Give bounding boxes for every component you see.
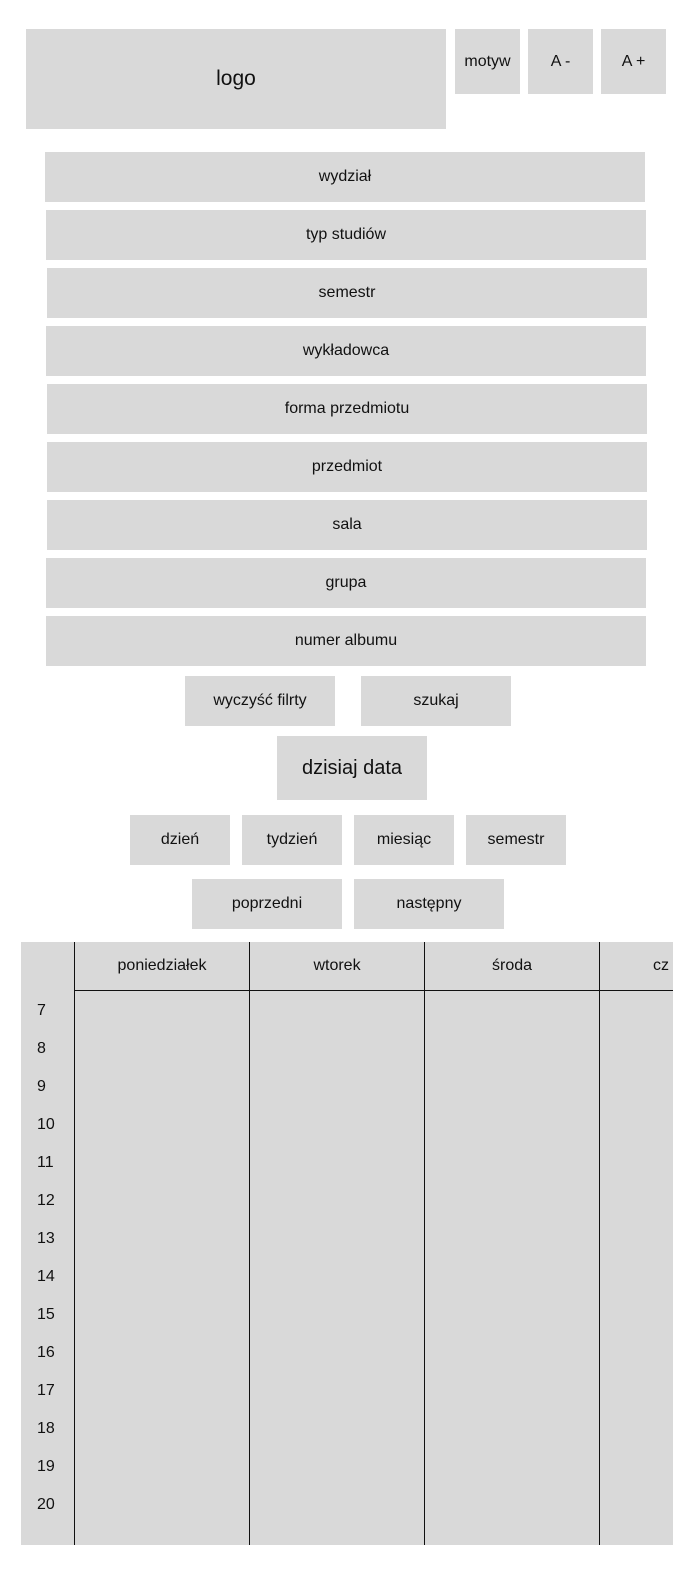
hour-label: 11	[37, 1154, 54, 1171]
next-button[interactable]: następny	[354, 879, 504, 929]
filter-semester[interactable]: semestr	[47, 268, 647, 318]
hour-label: 13	[37, 1230, 55, 1247]
grid-line	[249, 942, 250, 1545]
grid-line	[599, 942, 600, 1545]
hour-label: 19	[37, 1458, 55, 1475]
view-semester-button[interactable]: semestr	[466, 815, 566, 865]
filter-album-number[interactable]: numer albumu	[46, 616, 646, 666]
filter-group[interactable]: grupa	[46, 558, 646, 608]
day-header-monday: poniedziałek	[117, 957, 207, 974]
grid-line	[74, 942, 75, 1545]
view-day-button[interactable]: dzień	[130, 815, 230, 865]
day-header-tuesday: wtorek	[313, 957, 361, 974]
view-month-button[interactable]: miesiąc	[354, 815, 454, 865]
today-date-button[interactable]: dzisiaj data	[277, 736, 427, 800]
font-decrease-button[interactable]: A -	[528, 29, 593, 94]
search-button[interactable]: szukaj	[361, 676, 511, 726]
filter-course-form[interactable]: forma przedmiotu	[47, 384, 647, 434]
logo: logo	[26, 29, 446, 129]
font-increase-button[interactable]: A +	[601, 29, 666, 94]
filter-lecturer[interactable]: wykładowca	[46, 326, 646, 376]
hour-label: 15	[37, 1306, 55, 1323]
filter-room[interactable]: sala	[47, 500, 647, 550]
hour-label: 18	[37, 1420, 55, 1437]
hour-label: 17	[37, 1382, 55, 1399]
view-week-button[interactable]: tydzień	[242, 815, 342, 865]
previous-button[interactable]: poprzedni	[192, 879, 342, 929]
calendar-grid: poniedziałek wtorek środa cz 7 8 9 10 11…	[21, 942, 673, 1545]
hour-label: 10	[37, 1116, 55, 1133]
filter-course[interactable]: przedmiot	[47, 442, 647, 492]
hour-label: 8	[37, 1040, 46, 1057]
filter-faculty[interactable]: wydział	[45, 152, 645, 202]
clear-filters-button[interactable]: wyczyść filrty	[185, 676, 335, 726]
filter-study-type[interactable]: typ studiów	[46, 210, 646, 260]
hour-label: 14	[37, 1268, 55, 1285]
day-header-thursday: cz	[653, 957, 669, 974]
hour-label: 16	[37, 1344, 55, 1361]
hour-label: 20	[37, 1496, 55, 1513]
header-divider	[75, 990, 673, 991]
day-header-wednesday: środa	[491, 957, 533, 974]
hour-label: 12	[37, 1192, 55, 1209]
hour-label: 7	[37, 1002, 46, 1019]
hour-label: 9	[37, 1078, 46, 1095]
grid-line	[424, 942, 425, 1545]
theme-button[interactable]: motyw	[455, 29, 520, 94]
